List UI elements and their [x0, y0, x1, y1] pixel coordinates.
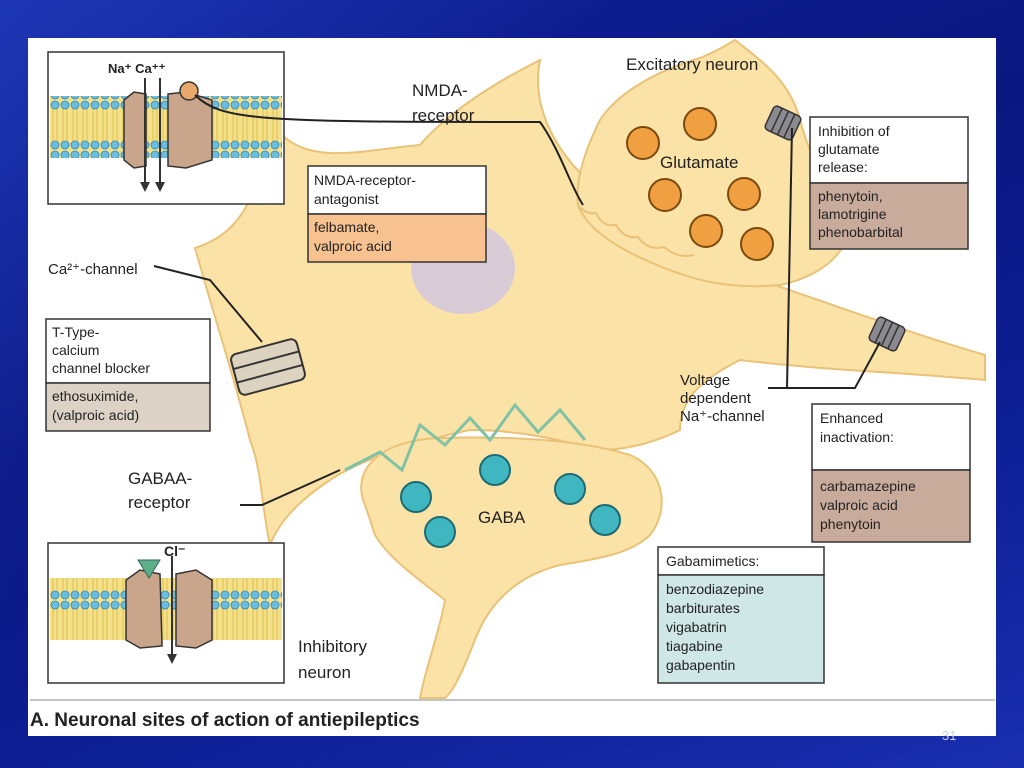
drug-name: phenobarbital: [818, 224, 903, 240]
na-ca-ions-label: Na⁺ Ca⁺⁺: [108, 61, 166, 76]
calcium-channel-icon: [230, 338, 306, 396]
enhanced-inactivation-box: Enhanced inactivation: carbamazepine val…: [811, 403, 971, 543]
drug-name: valproic acid: [314, 238, 392, 254]
drug-name: phenytoin: [820, 516, 881, 532]
glutamate-vesicles: [626, 107, 774, 261]
drug-name: gabapentin: [666, 657, 735, 673]
drug-name: felbamate,: [314, 219, 379, 235]
box-title-line: T-Type-: [52, 324, 100, 340]
box-title-line: glutamate: [818, 141, 880, 157]
box-title-line: calcium: [52, 342, 99, 358]
glutamate-label: Glutamate: [660, 153, 738, 172]
gabamimetics-box: Gabamimetics: benzodiazepine barbiturate…: [657, 546, 825, 684]
voltage-na-label-line1: Voltage: [680, 372, 730, 389]
drug-name: barbiturates: [666, 600, 740, 616]
nmda-receptor-label-line1: NMDA-: [412, 81, 468, 100]
leader-lines: [153, 94, 881, 506]
gaba-receptor-label-line1: GABAA-: [128, 469, 192, 488]
gaba-membrane-inset: [47, 542, 285, 684]
box-title-line: release:: [818, 159, 868, 175]
box-title-line: NMDA-receptor-: [314, 172, 416, 188]
box-title-line: inactivation:: [820, 429, 894, 445]
nmda-antagonist-box: NMDA-receptor- antagonist felbamate, val…: [307, 165, 487, 263]
box-title-line: Inhibition of: [818, 123, 890, 139]
nmda-membrane-inset: [47, 51, 285, 205]
drug-name: ethosuximide,: [52, 388, 138, 404]
drug-name: carbamazepine: [820, 478, 916, 494]
glutamate-inhibition-box: Inhibition of glutamate release: phenyto…: [809, 116, 969, 250]
drug-name: phenytoin,: [818, 188, 883, 204]
drug-name: vigabatrin: [666, 619, 727, 635]
gaba-label: GABA: [478, 508, 526, 527]
postsynaptic-membrane: [344, 402, 587, 473]
drug-name: valproic acid: [820, 497, 898, 513]
drug-name: benzodiazepine: [666, 581, 764, 597]
inhibitory-terminal: [360, 436, 663, 699]
excitatory-terminal: [576, 38, 850, 288]
drug-name: lamotrigine: [818, 206, 887, 222]
figure-caption: A. Neuronal sites of action of antiepile…: [30, 710, 420, 731]
inhibitory-neuron-label-line1: Inhibitory: [298, 637, 367, 656]
excitatory-neuron-label: Excitatory neuron: [626, 55, 758, 74]
drug-name: (valproic acid): [52, 407, 139, 423]
ca-channel-label: Ca²⁺-channel: [48, 261, 138, 278]
box-title-line: channel blocker: [52, 360, 150, 376]
voltage-na-label-line2: dependent: [680, 390, 752, 407]
drug-name: tiagabine: [666, 638, 723, 654]
t-type-calcium-box: T-Type- calcium channel blocker ethosuxi…: [45, 318, 211, 432]
voltage-na-label-line3: Na⁺-channel: [680, 408, 765, 425]
inhibitory-neuron-label-line2: neuron: [298, 663, 351, 682]
gaba-receptor-label-line2: receptor: [128, 493, 191, 512]
cl-ion-label: Cl⁻: [164, 543, 185, 559]
box-title-line: antagonist: [314, 191, 379, 207]
gaba-vesicles: [400, 454, 621, 548]
page-number: 31: [942, 728, 957, 743]
box-title-line: Gabamimetics:: [666, 553, 759, 569]
na-channel-icon: [868, 316, 906, 352]
nmda-receptor-label-line2: receptor: [412, 106, 475, 125]
box-title-line: Enhanced: [820, 410, 883, 426]
